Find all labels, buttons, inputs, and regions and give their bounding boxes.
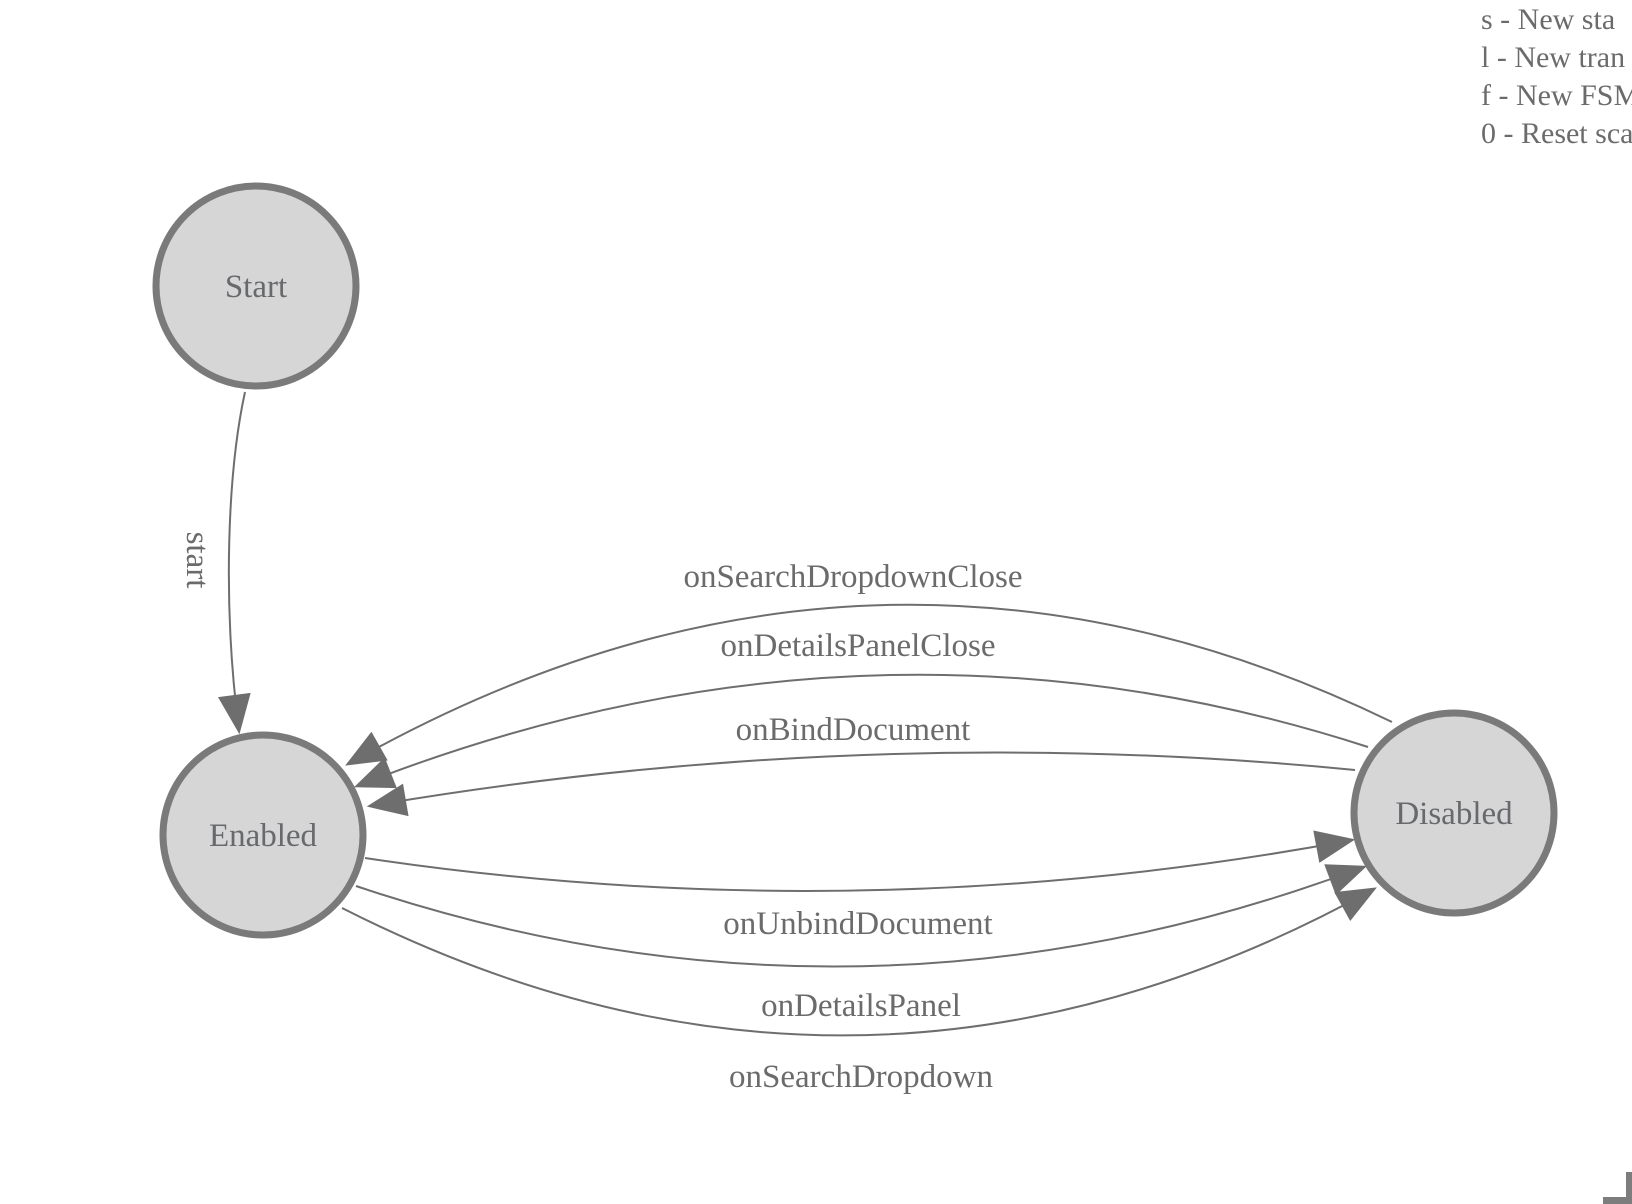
transition-edge-ondetailspanel[interactable]	[355, 864, 1368, 968]
legend-line-new-state: s - New sta	[1481, 3, 1615, 36]
transition-label-onbinddocument[interactable]: onBindDocument	[736, 712, 971, 748]
canvas-corner-shape	[1603, 1172, 1632, 1204]
state-label-enabled: Enabled	[209, 818, 318, 854]
transition-onsearchdropdown[interactable]: onSearchDropdown	[341, 887, 1377, 1095]
transition-label-ondetailspanel[interactable]: onDetailsPanel	[761, 988, 961, 1024]
transition-ondetailspanel[interactable]: onDetailsPanel	[355, 864, 1368, 1024]
transition-onsearchdropdownclose[interactable]: onSearchDropdownClose	[345, 559, 1393, 766]
transition-edge-onunbinddocument[interactable]	[364, 830, 1356, 892]
shortcut-legend: s - New sta l - New tran f - New FSM 0 -…	[1481, 3, 1632, 150]
state-circle-enabled[interactable]	[159, 731, 367, 939]
transition-onunbinddocument[interactable]: onUnbindDocument	[364, 830, 1356, 942]
state-circle-start[interactable]	[152, 182, 360, 390]
transition-edge-onsearchdropdownclose[interactable]	[345, 603, 1393, 766]
transition-ondetailspanelclose[interactable]: onDetailsPanelClose	[353, 628, 1369, 789]
transition-start[interactable]: start	[179, 391, 251, 735]
transition-edge-start[interactable]	[217, 391, 251, 735]
transition-label-onsearchdropdown[interactable]: onSearchDropdown	[729, 1059, 993, 1095]
corner-vertical-bar	[1626, 1172, 1632, 1198]
transition-label-start[interactable]: start	[179, 532, 215, 589]
transition-edge-onsearchdropdown[interactable]	[341, 887, 1377, 1037]
state-disabled[interactable]: Disabled	[1350, 709, 1558, 917]
legend-line-new-fsm: f - New FSM	[1481, 79, 1632, 112]
corner-horizontal-bar	[1603, 1197, 1632, 1204]
transition-edge-onbinddocument[interactable]	[366, 751, 1356, 817]
transition-label-onunbinddocument[interactable]: onUnbindDocument	[723, 906, 992, 942]
transition-label-onsearchdropdownclose[interactable]: onSearchDropdownClose	[683, 559, 1022, 595]
state-start[interactable]: Start	[152, 182, 360, 390]
transition-onbinddocument[interactable]: onBindDocument	[366, 712, 1356, 817]
state-label-disabled: Disabled	[1395, 796, 1513, 832]
legend-line-reset: 0 - Reset sca	[1481, 117, 1632, 150]
transition-label-ondetailspanelclose[interactable]: onDetailsPanelClose	[721, 628, 996, 664]
state-label-start: Start	[225, 269, 287, 305]
state-enabled[interactable]: Enabled	[159, 731, 367, 939]
legend-line-new-transition: l - New tran	[1481, 41, 1625, 74]
transition-edge-ondetailspanelclose[interactable]	[353, 673, 1369, 789]
state-circle-disabled[interactable]	[1350, 709, 1558, 917]
